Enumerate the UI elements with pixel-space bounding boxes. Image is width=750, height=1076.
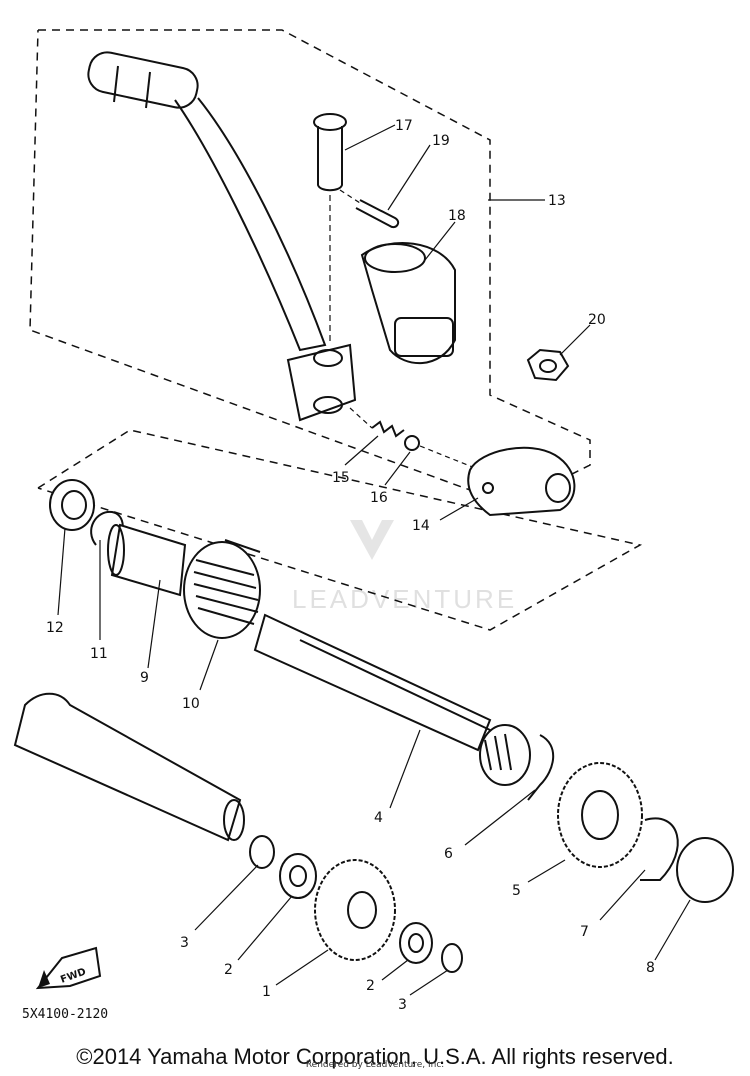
- pin-17: [314, 114, 346, 345]
- spring-guide-9: [108, 525, 185, 595]
- kick-crank-lever: [85, 49, 355, 420]
- label-5: 5: [512, 883, 521, 899]
- washer-2-upper: [280, 854, 316, 898]
- nut-20: [528, 350, 568, 380]
- watermark: LEADVENTURE: [292, 520, 517, 614]
- label-3-upper: 3: [180, 935, 189, 951]
- label-14: 14: [412, 518, 430, 534]
- torsion-spring-10: [184, 540, 260, 638]
- oil-seal-12: [50, 480, 94, 530]
- label-19: 19: [432, 133, 450, 149]
- watermark-text: LEADVENTURE: [292, 584, 517, 614]
- label-7: 7: [580, 924, 589, 940]
- label-1: 1: [262, 984, 271, 1000]
- label-6: 6: [444, 846, 453, 862]
- forward-arrow-icon: FWD: [35, 946, 102, 990]
- rendered-by-text: Rendered by LeadVenture, Inc.: [305, 1060, 445, 1070]
- label-10: 10: [182, 696, 200, 712]
- leader-lines: [57, 124, 691, 996]
- label-2-lower: 2: [366, 978, 375, 994]
- label-20: 20: [588, 312, 606, 328]
- circlip-8: [677, 838, 733, 902]
- watermark-logo-icon: [350, 520, 394, 560]
- boss-18: [362, 243, 455, 363]
- gear-1: [315, 860, 395, 960]
- clip-6: [528, 735, 553, 800]
- boss-14: [468, 448, 574, 515]
- kick-shaft-4: [255, 615, 530, 785]
- gear-5: [558, 763, 642, 867]
- primary-shaft: [15, 694, 244, 840]
- figure-code: 5X4100-2120: [22, 1007, 108, 1022]
- label-12: 12: [46, 620, 64, 636]
- cotter-pin-19: [340, 190, 398, 227]
- circlip-3-upper: [250, 836, 274, 868]
- label-4: 4: [374, 810, 383, 826]
- label-15: 15: [332, 470, 350, 486]
- assembly-13-outline: [29, 29, 591, 501]
- label-16: 16: [370, 490, 388, 506]
- label-3-lower: 3: [398, 997, 407, 1013]
- label-11: 11: [90, 646, 108, 662]
- copyright-text: ©2014 Yamaha Motor Corporation, U.S.A. A…: [76, 1044, 674, 1069]
- label-2-upper: 2: [224, 962, 233, 978]
- label-8: 8: [646, 960, 655, 976]
- label-13: 13: [548, 193, 566, 209]
- circlip-3-lower: [442, 944, 462, 972]
- spring-15: [350, 408, 404, 436]
- clip-7: [640, 818, 678, 880]
- ball-16: [405, 436, 480, 470]
- part-labels: 17 19 13 18 20 15 16 14 12 11 9 10 4 6 5…: [46, 118, 655, 1013]
- label-9: 9: [140, 670, 149, 686]
- label-18: 18: [448, 208, 466, 224]
- shaft-group-outline: [37, 429, 643, 631]
- label-17: 17: [395, 118, 413, 134]
- washer-2-lower: [400, 923, 432, 963]
